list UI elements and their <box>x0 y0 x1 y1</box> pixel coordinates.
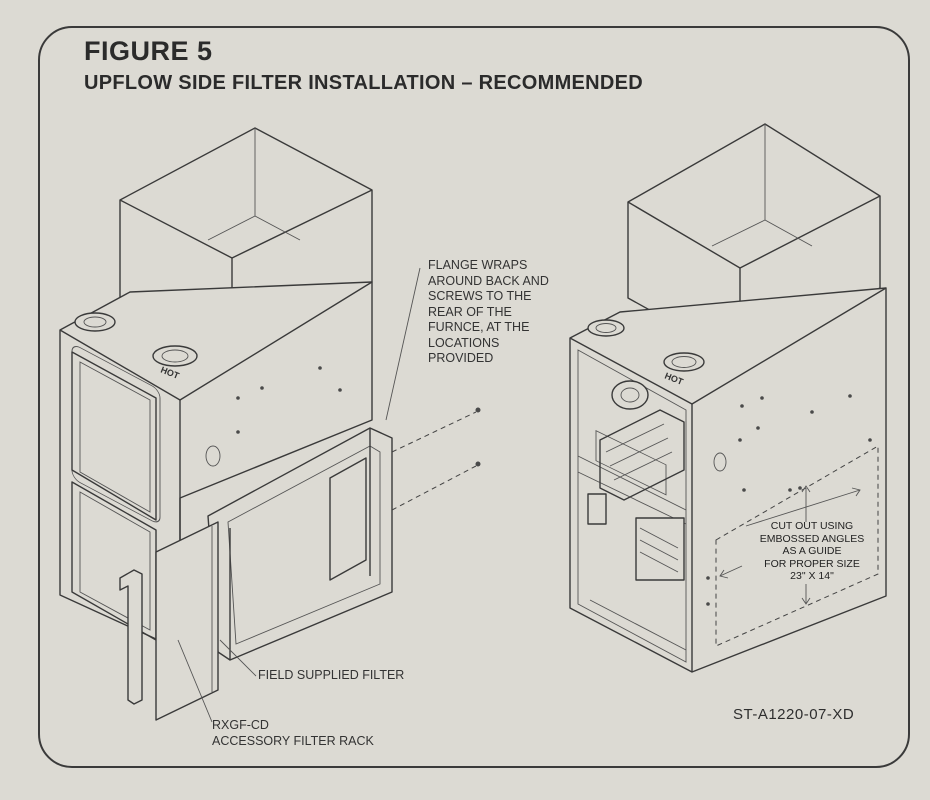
cutout-callout: CUT OUT USING EMBOSSED ANGLES AS A GUIDE… <box>759 520 865 582</box>
field-supplied-filter <box>155 521 219 721</box>
rack-leader <box>177 639 213 723</box>
filter-rack <box>207 427 393 661</box>
right-furnace-cabinet <box>569 287 887 673</box>
filter-rack-angle <box>119 569 143 705</box>
filter-leader <box>219 639 257 677</box>
filter-rack-callout: RXGF-CD ACCESSORY FILTER RACK <box>212 718 374 748</box>
field-filter-callout: FIELD SUPPLIED FILTER <box>258 668 405 682</box>
left-furnace-cabinet <box>59 281 373 651</box>
cutout-area <box>715 445 879 647</box>
figure-subtitle: UPFLOW SIDE FILTER INSTALLATION – RECOMM… <box>84 72 644 94</box>
figure-border <box>38 26 910 768</box>
flange-screw-lines <box>391 407 481 511</box>
drawing-code: ST-A1220-07-XD <box>733 706 855 723</box>
flange-callout: FLANGE WRAPS AROUND BACK AND SCREWS TO T… <box>428 258 549 365</box>
figure-title: FIGURE 5 <box>84 36 213 66</box>
flange-leader <box>385 267 421 421</box>
